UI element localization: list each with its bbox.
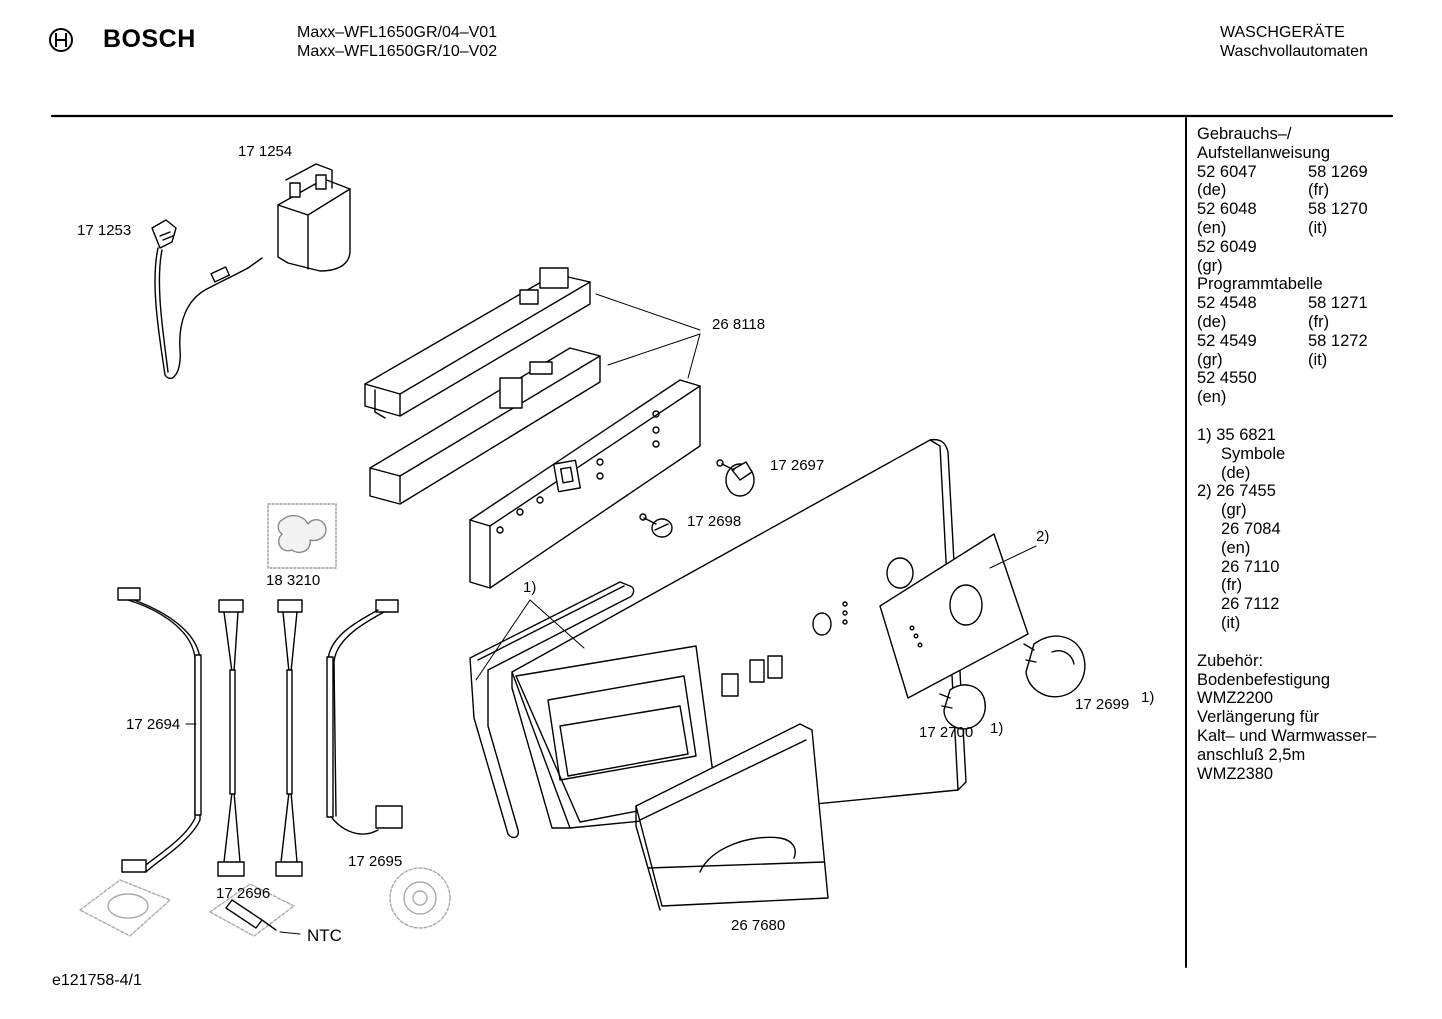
leader-268118-a bbox=[595, 293, 701, 331]
note-2-line-f: 26 7112 bbox=[1221, 595, 1280, 614]
harness-172695 bbox=[185, 599, 403, 835]
category-subtitle: Waschvollautomaten bbox=[1220, 43, 1368, 60]
leader-1-a bbox=[475, 599, 531, 681]
label-ref1-172699: 1) bbox=[1141, 689, 1155, 706]
accessory-line-1: Bodenbefestigung bbox=[1197, 670, 1331, 689]
model-line-1: Maxx–WFL1650GR/04–V01 bbox=[297, 24, 498, 41]
label-267680: 26 7680 bbox=[731, 917, 786, 934]
label-172700: 17 2700 bbox=[919, 724, 974, 741]
control-panel-fascia bbox=[511, 438, 967, 829]
accessory-line-4: Kalt– und Warmwasser– bbox=[1197, 726, 1377, 745]
leader-268118-c bbox=[687, 333, 701, 379]
suppressor-box-part bbox=[277, 163, 351, 272]
note-2-line-c: (en) bbox=[1221, 538, 1251, 557]
accessory-line-3: Verlängerung für bbox=[1197, 708, 1320, 727]
leader-1-b bbox=[529, 599, 585, 649]
symbol-label-part bbox=[879, 533, 1037, 699]
note-2-line-d: 26 7110 bbox=[1221, 557, 1280, 576]
accessory-line-2: WMZ2200 bbox=[1197, 689, 1274, 708]
harness-172696-b bbox=[275, 599, 303, 877]
accessory-line-5: anschluß 2,5m bbox=[1197, 745, 1306, 764]
manual-title-1: Gebrauchs–/ bbox=[1197, 125, 1292, 143]
manual-title-2: Aufstellanweisung bbox=[1197, 143, 1330, 162]
filter-part-183210 bbox=[267, 503, 337, 569]
electronics-module-lower bbox=[369, 347, 601, 505]
electronics-module-upper bbox=[364, 267, 591, 419]
label-172696: 17 2696 bbox=[216, 885, 271, 902]
bosch-armature-icon bbox=[49, 28, 73, 52]
label-172698: 17 2698 bbox=[687, 513, 742, 530]
knob-axle-172698 bbox=[639, 513, 673, 538]
mains-cable-part bbox=[151, 219, 263, 380]
accessories-title: Zubehör: bbox=[1197, 651, 1264, 670]
bosch-logo: BOSCH bbox=[44, 24, 204, 56]
leader-2 bbox=[989, 545, 1037, 569]
program-row-4: (gr)(it) bbox=[1197, 350, 1328, 369]
circuit-board-part bbox=[469, 379, 701, 589]
label-171254: 17 1254 bbox=[238, 143, 293, 160]
category-block: WASCHGERÄTE Waschvollautomaten bbox=[1220, 23, 1368, 61]
knob-172700 bbox=[939, 684, 986, 730]
label-ref2: 2) bbox=[1036, 528, 1050, 545]
label-172695: 17 2695 bbox=[348, 853, 403, 870]
program-row-5: 52 4550 bbox=[1197, 369, 1257, 388]
program-row-2: (de)(fr) bbox=[1197, 312, 1330, 331]
drawer-seal-part bbox=[469, 581, 635, 839]
model-list: Maxx–WFL1650GR/04–V01 Maxx–WFL1650GR/10–… bbox=[297, 23, 497, 61]
manual-row-6: (gr) bbox=[1197, 256, 1223, 275]
note-1: 1) 35 6821 bbox=[1197, 425, 1276, 444]
note-2: 2) 26 7455 bbox=[1197, 482, 1276, 501]
category-title: WASCHGERÄTE bbox=[1220, 24, 1345, 41]
note-2-line-e: (fr) bbox=[1221, 576, 1243, 595]
document-id: e121758-4/1 bbox=[52, 972, 142, 989]
ntc-sensor-part bbox=[209, 883, 301, 937]
label-268118: 26 8118 bbox=[712, 316, 766, 333]
label-172699: 17 2699 bbox=[1075, 696, 1130, 713]
label-ntc: NTC bbox=[307, 926, 342, 945]
manual-row-2: (de)(fr) bbox=[1197, 181, 1330, 200]
label-183210: 18 3210 bbox=[266, 572, 321, 589]
manual-row-5: 52 6049 bbox=[1197, 237, 1257, 256]
harness-172694 bbox=[117, 587, 202, 873]
knob-172699 bbox=[1023, 635, 1086, 698]
accessory-line-6: WMZ2380 bbox=[1197, 764, 1274, 783]
brand-name: BOSCH bbox=[103, 25, 196, 53]
manual-row-4: (en)(it) bbox=[1197, 218, 1328, 237]
pump-sketch-left bbox=[79, 879, 171, 937]
knob-axle-172697 bbox=[716, 459, 755, 497]
note-2-line-a: (gr) bbox=[1221, 501, 1247, 520]
label-ref1-172700: 1) bbox=[990, 720, 1004, 737]
harness-172696-a bbox=[217, 599, 245, 877]
note-2-line-g: (it) bbox=[1221, 613, 1241, 632]
note-1-line-a: Symbole bbox=[1221, 444, 1286, 463]
label-172694: 17 2694 bbox=[126, 716, 181, 733]
label-172697: 17 2697 bbox=[770, 457, 825, 474]
label-171253: 17 1253 bbox=[77, 222, 132, 239]
program-table-title: Programmtabelle bbox=[1197, 275, 1323, 294]
label-ref1-leader: 1) bbox=[523, 579, 537, 596]
model-line-2: Maxx–WFL1650GR/10–V02 bbox=[297, 43, 498, 60]
program-row-6: (en) bbox=[1197, 388, 1227, 407]
note-2-line-b: 26 7084 bbox=[1221, 519, 1281, 538]
note-1-line-b: (de) bbox=[1221, 463, 1251, 482]
drawer-front-part bbox=[635, 723, 829, 911]
heater-sketch-right bbox=[389, 867, 451, 929]
leader-268118-b bbox=[607, 333, 701, 366]
